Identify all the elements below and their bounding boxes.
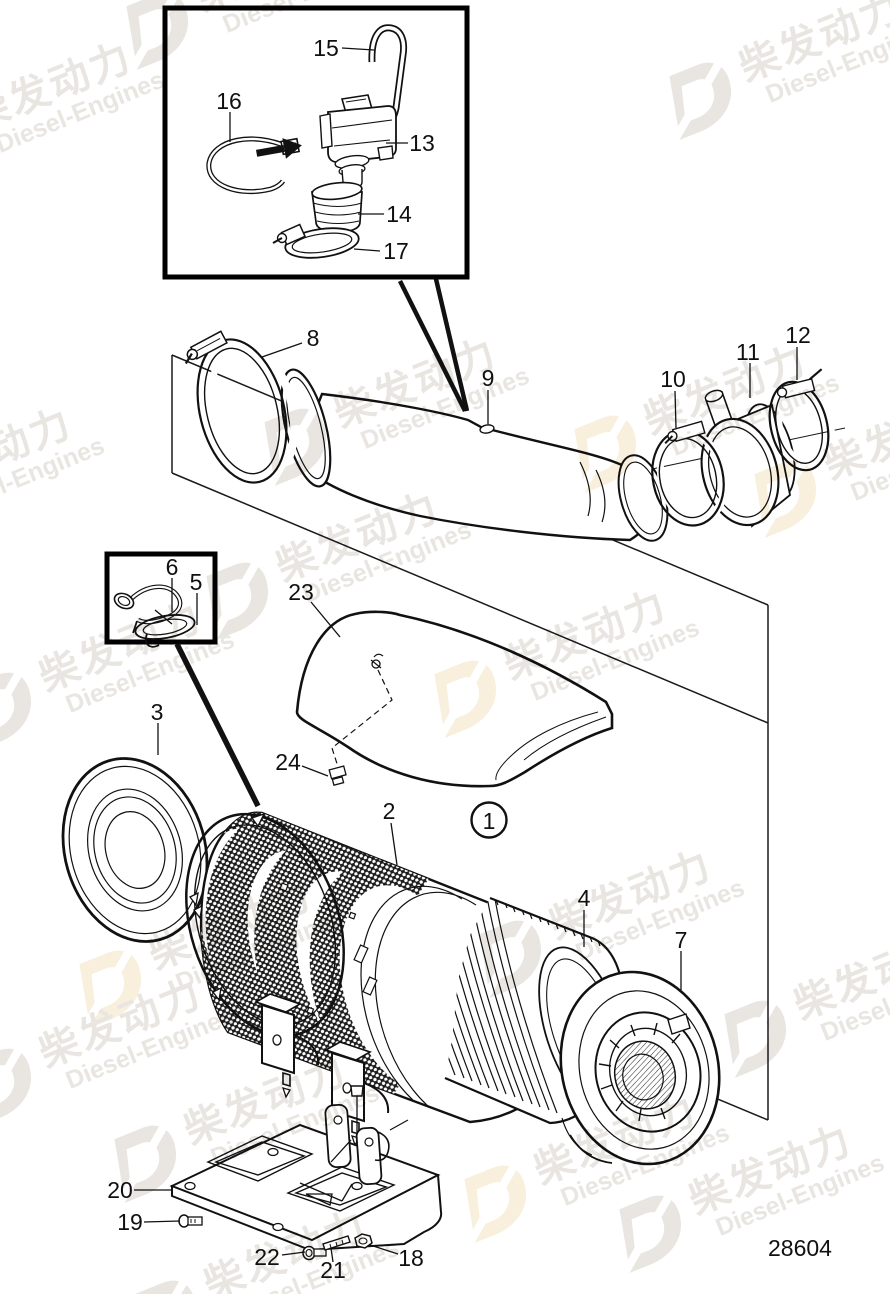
callout-leader-19	[143, 1220, 181, 1223]
part-callout-18: 18	[398, 1245, 424, 1271]
part-callout-15: 15	[313, 35, 339, 61]
part-callout-16: 16	[216, 88, 242, 114]
clamp-17	[272, 223, 360, 259]
hose-nub	[479, 424, 495, 434]
part-callout-13: 13	[409, 130, 435, 156]
part-callout-6: 6	[166, 554, 179, 580]
bracket-ears	[324, 1103, 409, 1186]
inset-leader-v	[397, 278, 470, 413]
callout-leader-15	[341, 47, 375, 51]
housing-slots	[279, 882, 378, 1015]
hose-clamp-10	[651, 420, 729, 527]
part-callout-23: 23	[288, 579, 314, 605]
nut-18	[354, 1233, 373, 1249]
clip-6	[113, 584, 183, 625]
part-callout-5: 5	[190, 569, 203, 595]
callout-leader-22	[281, 1251, 306, 1256]
direction-arrow	[255, 138, 302, 159]
screw-22	[302, 1245, 327, 1261]
part-callout-8: 8	[307, 325, 320, 351]
callout-leader-10	[674, 390, 677, 429]
grommet-14	[311, 181, 363, 233]
callout-leader-21	[330, 1247, 334, 1263]
part-callout-10: 10	[660, 366, 686, 392]
callout-leader-8	[261, 342, 303, 358]
assembly-callout-number: 1	[483, 808, 496, 834]
inset-leader-thick	[174, 642, 261, 808]
bolt-on-stud	[350, 1085, 364, 1097]
bracket-group	[169, 1085, 443, 1261]
hose-clamp-12	[768, 368, 835, 472]
part-callout-3: 3	[151, 699, 164, 725]
part-callout-21: 21	[320, 1257, 346, 1283]
ring-notch	[667, 1013, 691, 1035]
callout-leader-23	[310, 601, 341, 638]
inset-box-clip	[104, 551, 218, 648]
part-callout-2: 2	[383, 798, 396, 824]
hose-clamp-8	[184, 330, 299, 484]
inset-box-drain-valve	[162, 5, 470, 280]
part-callout-22: 22	[254, 1244, 280, 1270]
figure-number: 28604	[768, 1235, 832, 1261]
screw-19	[178, 1214, 203, 1228]
part-callout-7: 7	[675, 927, 688, 953]
bracket-gusset	[299, 1182, 353, 1206]
intake-hose	[280, 368, 669, 542]
rim-latch-marks	[189, 812, 266, 1002]
part-callout-17: 17	[383, 238, 409, 264]
part-callout-19: 19	[117, 1209, 143, 1235]
outlet-ring-7	[559, 970, 721, 1166]
cover-screw-24	[328, 653, 393, 786]
part-callout-24: 24	[275, 749, 301, 775]
part-callout-11: 11	[736, 339, 760, 365]
part-callout-12: 12	[785, 322, 811, 348]
callout-leader-17	[353, 248, 381, 252]
housing-rim	[185, 812, 345, 1038]
latch-5	[132, 609, 196, 648]
part-callout-4: 4	[578, 885, 591, 911]
callout-leader-18	[369, 1244, 399, 1255]
end-cover-3	[61, 757, 209, 943]
part-callout-14: 14	[386, 201, 412, 227]
part-callout-20: 20	[107, 1177, 133, 1203]
callout-leader-2	[390, 822, 398, 866]
bracket-pads	[206, 1135, 396, 1212]
part-callout-9: 9	[482, 365, 495, 391]
ring-gauge-ticks	[598, 1022, 681, 1122]
callout-leader-24	[301, 765, 329, 777]
stud-21	[322, 1235, 351, 1251]
assembly-callout-circle: 1	[470, 801, 508, 839]
